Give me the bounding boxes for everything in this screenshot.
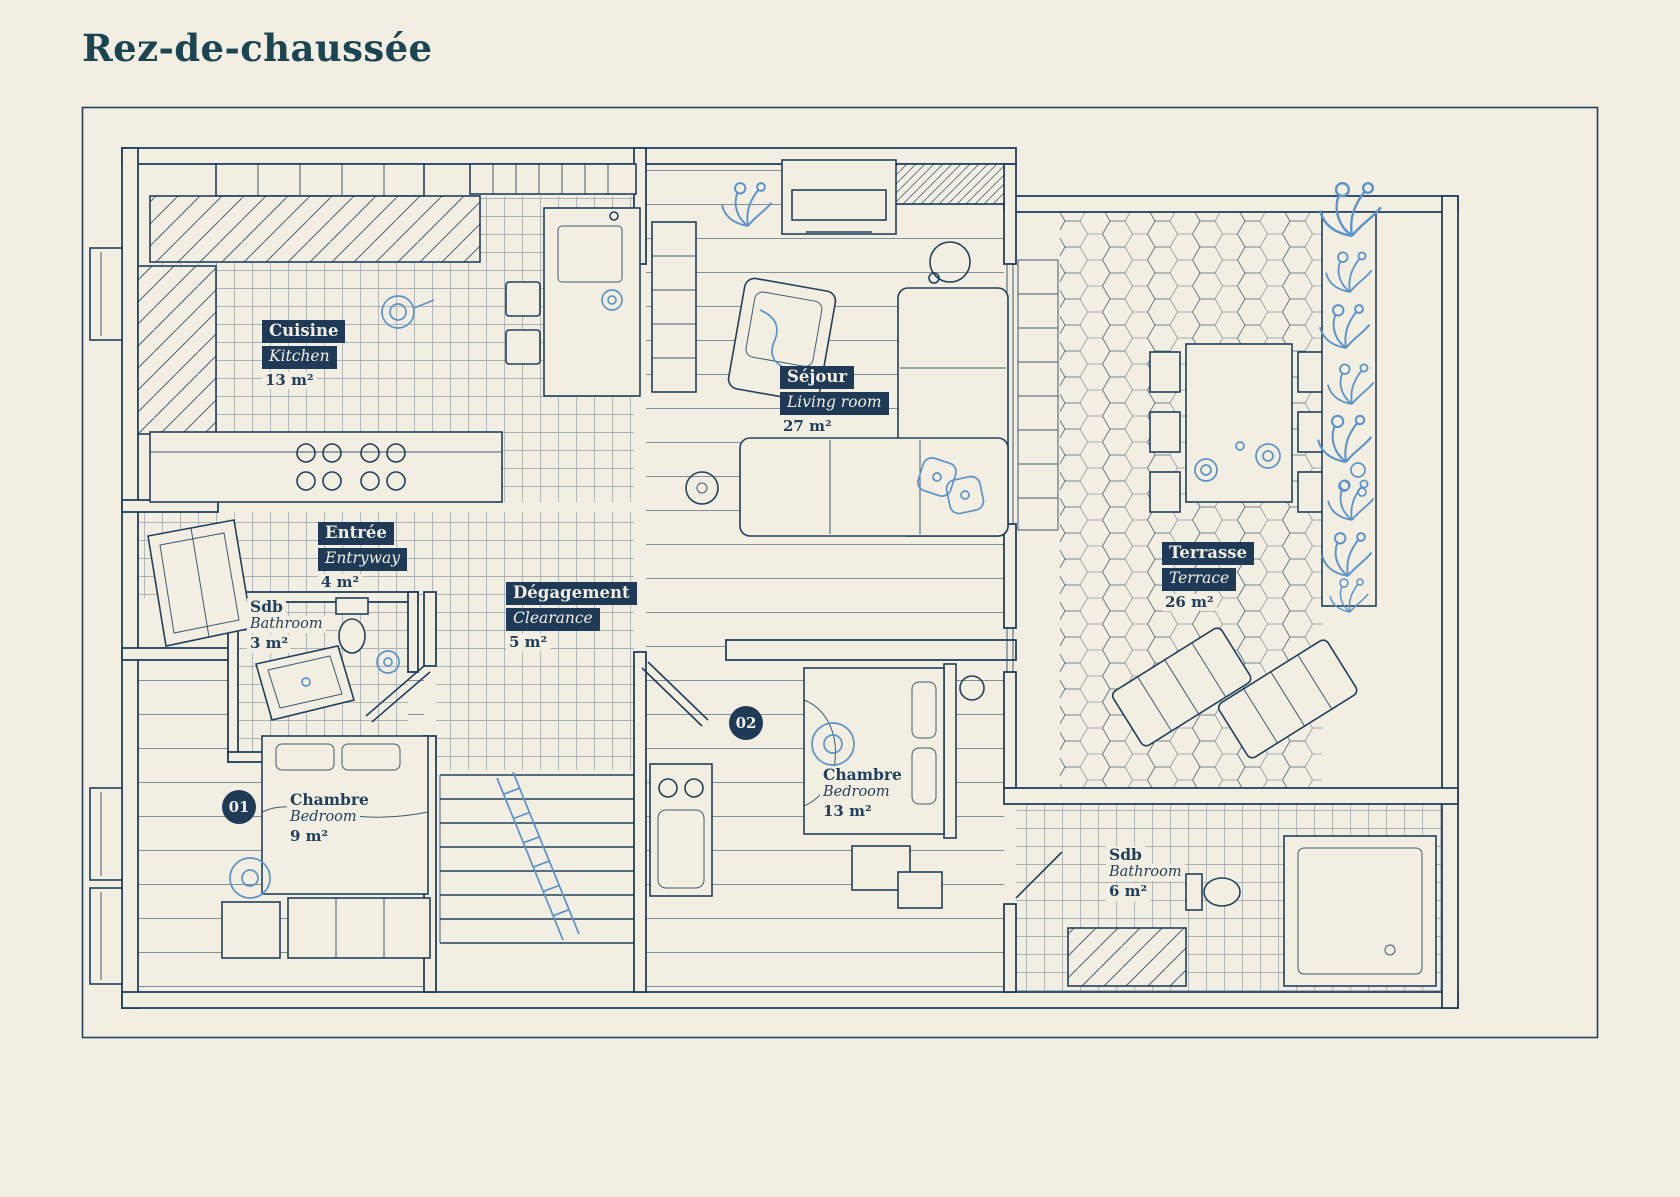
- tableware: [1194, 441, 1281, 482]
- room-label-cuisine: Cuisine Kitchen 13 m²: [262, 320, 346, 390]
- toilet-bowl: [338, 618, 366, 654]
- room-name-en: Bathroom: [1106, 864, 1185, 882]
- cushions: [917, 457, 985, 515]
- room-name-en: Terrace: [1162, 568, 1237, 591]
- bedside-lamp: [959, 675, 985, 701]
- stairs: [439, 771, 634, 944]
- washbasin-accent: [376, 650, 400, 674]
- door-leaf: [365, 665, 431, 723]
- storage-box: [897, 871, 943, 909]
- room-name: Terrasse: [1162, 542, 1255, 566]
- tv-wall: [781, 159, 897, 235]
- sink: [557, 225, 623, 283]
- pillow: [275, 743, 335, 771]
- pendant-lamp: [929, 241, 971, 283]
- shower-box: [1283, 835, 1437, 987]
- stove-burners: [296, 443, 406, 491]
- room-name-en: Kitchen: [262, 346, 337, 369]
- room-name: Séjour: [780, 366, 855, 390]
- pillow: [911, 747, 937, 805]
- plants: [1316, 181, 1383, 613]
- dresser: [221, 901, 281, 959]
- pillow: [911, 681, 937, 739]
- room-name: Chambre: [820, 765, 905, 785]
- chair: [1149, 411, 1181, 453]
- room-area: 6 m²: [1106, 883, 1151, 902]
- room-area: 5 m²: [506, 633, 551, 652]
- door-leaf: [1015, 851, 1063, 899]
- toilet-bowl: [1203, 877, 1241, 907]
- room-label-sdb-1: Sdb Bathroom 3 m²: [247, 597, 326, 654]
- toilet-tank: [1185, 873, 1203, 911]
- lounger: [1111, 627, 1252, 747]
- stair-rail: [496, 771, 580, 941]
- kitchen-furniture: [137, 163, 697, 503]
- room-area: 27 m²: [780, 417, 835, 436]
- tv-screen: [791, 189, 887, 221]
- shelving-unit: [651, 221, 697, 393]
- pouf: [229, 857, 271, 899]
- sofa-seat: [739, 437, 1009, 537]
- room-area: 4 m²: [318, 573, 363, 592]
- dining-table: [1185, 343, 1293, 503]
- headboard: [943, 663, 957, 839]
- lounger: [1217, 639, 1358, 759]
- page-title: Rez-de-chaussée: [82, 26, 433, 70]
- room-area: 3 m²: [247, 635, 292, 654]
- room-badge-01: 01: [222, 790, 256, 824]
- room-name-en: Bedroom: [287, 809, 360, 827]
- chair: [1149, 351, 1181, 393]
- door-leaf: [641, 661, 709, 727]
- room-name-en: Bedroom: [820, 784, 893, 802]
- room-name-en: Bathroom: [247, 616, 326, 634]
- pillow: [341, 743, 401, 771]
- room-area: 13 m²: [820, 803, 875, 822]
- room-name-en: Clearance: [506, 608, 600, 631]
- room-name: Dégagement: [506, 582, 637, 606]
- room-name: Chambre: [287, 790, 372, 810]
- planter-bed: [1321, 211, 1377, 607]
- bathroom1-fixtures: [254, 597, 400, 721]
- living-furniture: [685, 159, 1009, 537]
- vanity: [1067, 927, 1187, 987]
- room-area: 26 m²: [1162, 593, 1217, 612]
- bar-stool: [505, 329, 541, 365]
- room-name: Sdb: [1106, 845, 1145, 865]
- room-label-chambre-1: Chambre Bedroom 9 m²: [287, 790, 372, 847]
- room-name: Sdb: [247, 597, 286, 617]
- chair: [1149, 471, 1181, 513]
- room-label-chambre-2: Chambre Bedroom 13 m²: [820, 765, 905, 822]
- throw-blanket: [759, 309, 791, 371]
- outer-frame: [81, 106, 1599, 1039]
- room-area: 13 m²: [262, 371, 317, 390]
- laundry-unit: [649, 763, 713, 897]
- room-name-en: Entryway: [318, 548, 407, 571]
- room-name: Entrée: [318, 522, 394, 546]
- terrace-furniture: [1111, 181, 1383, 759]
- shower-tray: [254, 645, 356, 721]
- closet: [889, 163, 1005, 205]
- room-label-terrasse: Terrasse Terrace 26 m²: [1162, 542, 1255, 612]
- bar-stool: [505, 281, 541, 317]
- bathroom2-fixtures: [1015, 835, 1437, 987]
- room-badge-02: 02: [729, 706, 763, 740]
- room-label-sdb-2: Sdb Bathroom 6 m²: [1106, 845, 1185, 902]
- room-label-degagement: Dégagement Clearance 5 m²: [506, 582, 637, 652]
- room-area: 9 m²: [287, 828, 332, 847]
- kitchen-island: [543, 207, 641, 397]
- room-label-sejour: Séjour Living room 27 m²: [780, 366, 889, 436]
- room-name-en: Living room: [780, 392, 889, 415]
- side-table: [685, 471, 719, 505]
- pot: [381, 295, 415, 329]
- decor-accents: [381, 289, 623, 329]
- round-cushion: [811, 722, 855, 766]
- room-label-entree: Entrée Entryway 4 m²: [318, 522, 407, 592]
- room-name: Cuisine: [262, 320, 346, 344]
- windows: [89, 247, 253, 985]
- bowl: [601, 289, 623, 311]
- wardrobe: [287, 897, 431, 959]
- toilet-tank: [335, 597, 369, 615]
